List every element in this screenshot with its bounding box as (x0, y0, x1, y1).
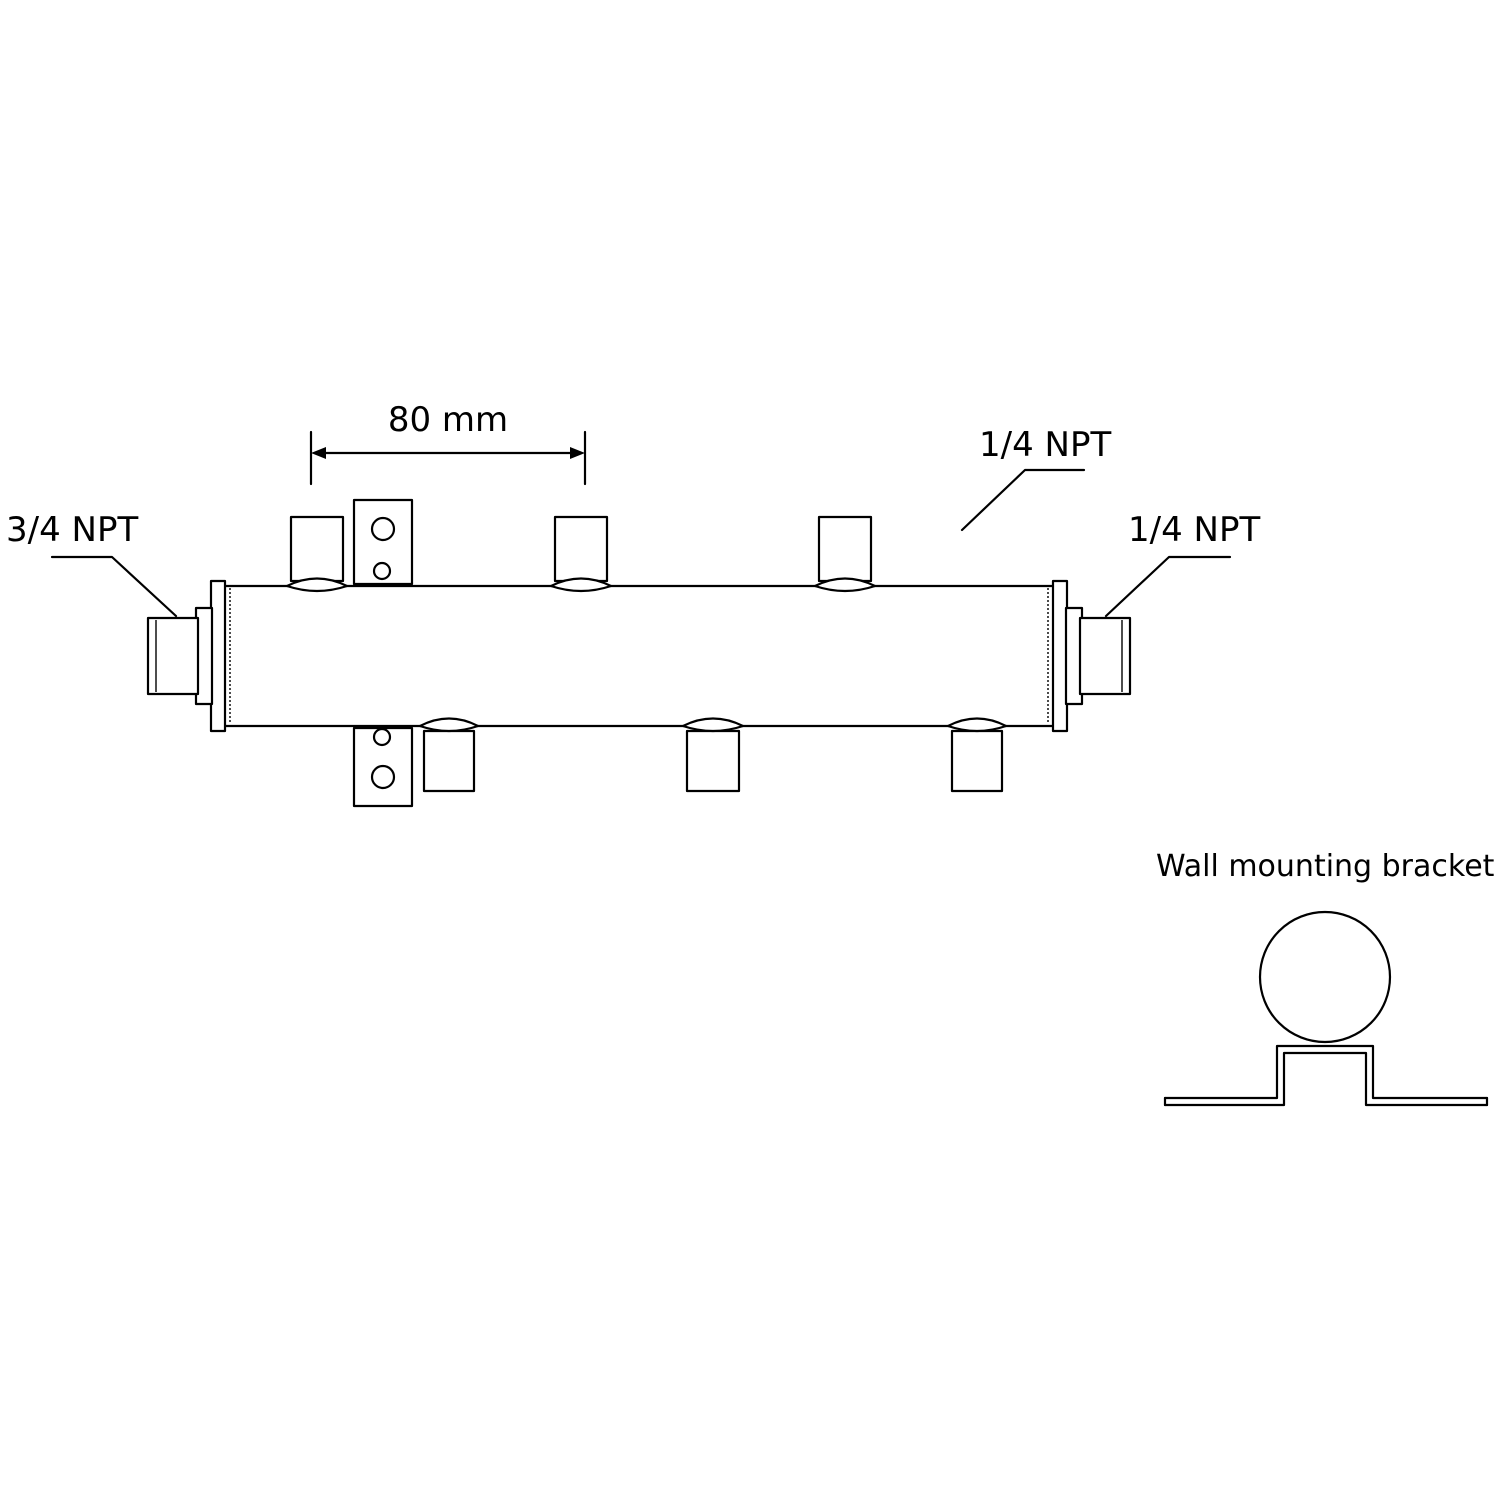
end-fitting (1064, 606, 1132, 706)
mounting-tab-top (352, 498, 414, 586)
spacing-label: 80 mm (388, 400, 508, 440)
bracket-title: Wall mounting bracket (1156, 849, 1495, 884)
end-thread-label: 1/4 NPT (1128, 510, 1260, 550)
bottom-outlets (418, 717, 1008, 793)
bracket-detail (1163, 910, 1489, 1107)
inlet-fitting (146, 606, 214, 706)
top-outlets (285, 515, 877, 593)
manifold-body (209, 579, 1069, 733)
mounting-tab-bottom (352, 726, 414, 808)
spacing-dimension (309, 430, 587, 486)
outlet-thread-label: 1/4 NPT (979, 425, 1111, 465)
inlet-thread-label: 3/4 NPT (6, 510, 138, 550)
leader-lines (50, 468, 1232, 618)
